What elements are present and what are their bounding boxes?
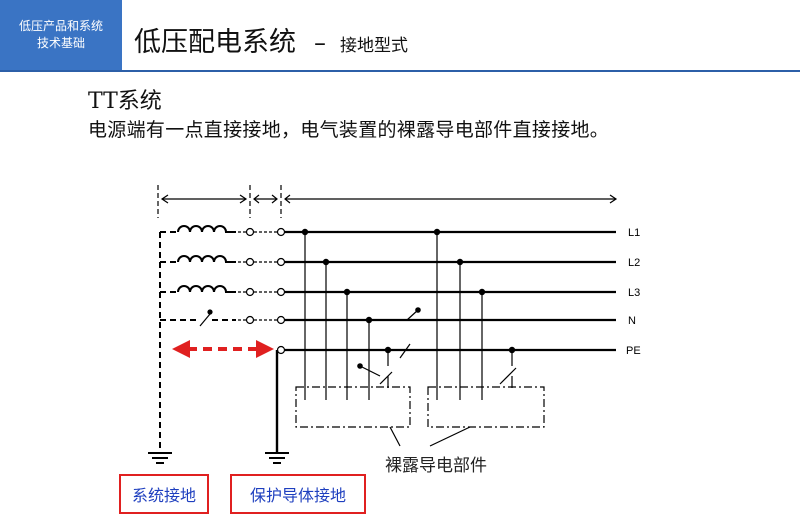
- system-description: 电源端有一点直接接地，电气装置的裸露导电部件直接接地。: [88, 119, 610, 141]
- distance-arrowhead-right: [256, 340, 274, 358]
- section-tag-line1: 低压产品和系统: [18, 19, 103, 33]
- neutral-switch: [199, 313, 211, 327]
- protective-ground-label: 保护导体接地: [230, 474, 366, 514]
- section-tag-line2: 技术基础: [36, 36, 85, 50]
- distance-arrowhead-left: [172, 340, 190, 358]
- dim-arrowhead: [239, 194, 248, 204]
- label-pe: PE: [626, 345, 641, 357]
- dim-arrowhead: [271, 194, 278, 204]
- dim-arrowhead: [160, 194, 169, 204]
- slide-title-dash: –: [314, 29, 326, 57]
- slide-title-main: 低压配电系统: [134, 27, 296, 58]
- slide-title: 低压配电系统 – 接地型式: [134, 20, 408, 64]
- dim-arrowhead: [253, 194, 260, 204]
- label-n: N: [628, 315, 636, 327]
- label-l3: L3: [628, 287, 640, 299]
- title-divider: [0, 70, 800, 72]
- equipment-box-2: [427, 386, 545, 428]
- coil-l3: [177, 285, 236, 293]
- system-heading: TT系统: [88, 89, 162, 114]
- equipment-box-1: [295, 386, 411, 428]
- system-ground-label: 系统接地: [119, 474, 209, 514]
- coil-l1: [177, 225, 236, 233]
- coil-l2: [177, 255, 236, 263]
- system-ground-symbol: [148, 452, 172, 464]
- pointer-line-2: [429, 426, 471, 447]
- section-tag: 低压产品和系统 技术基础: [0, 0, 122, 70]
- bare-parts-label: 裸露导电部件: [385, 456, 487, 476]
- neutral-switch-dot: [207, 309, 213, 315]
- label-l2: L2: [628, 257, 640, 269]
- protective-ground-symbol: [265, 452, 289, 464]
- label-l1: L1: [628, 227, 640, 239]
- dim-arrowhead: [284, 194, 291, 204]
- pointer-line-1: [389, 426, 401, 447]
- slide-title-sub: 接地型式: [340, 36, 408, 56]
- dim-arrowhead: [609, 194, 618, 204]
